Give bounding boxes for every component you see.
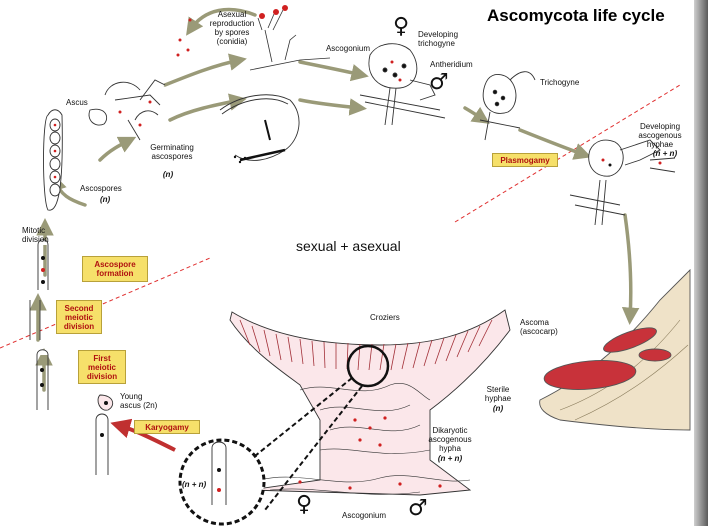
label-asexual: Asexual reproduction by spores (conidia) [209,10,255,46]
zoom-circle-small [346,344,390,388]
dashed-divider-left [0,257,211,349]
page-title: Ascomycota life cycle [487,6,665,25]
male-symbol-top: ♂ [429,70,449,95]
label-developing-trichogyne: Developing trichogyne [418,30,459,48]
stage-second-meiotic: Second meiotic division [56,300,102,334]
label-trichogyne: Trichogyne [540,78,580,87]
label-mitotic: Mitotic division [22,226,49,244]
karyogamy-arrow [110,418,176,452]
label-ascogonium-bottom: Ascogonium [342,511,387,520]
label-n-plus-n-2: (n + n) [437,454,463,463]
center-label: sexual + asexual [296,238,401,254]
label-ascoma: Ascoma (ascocarp) [520,318,558,336]
stage-plasmogamy: Plasmogamy [492,153,558,167]
right-edge-shadow [694,0,708,526]
dashed-divider-right [454,84,681,223]
label-croziers: Croziers [370,313,400,322]
ascus-column [29,109,114,475]
female-symbol-bottom: ♀ [296,492,313,517]
ascogenous-hyphae-illustration [569,139,676,226]
zoom-line-1 [249,377,353,461]
conidia-illustration [176,5,331,71]
label-n-germ: (n) [162,170,174,179]
stage-karyogamy: Karyogamy [134,420,200,434]
label-dikaryotic: Dikaryotic ascogenous hypha [428,426,472,453]
label-n-sterile: (n) [492,404,504,413]
label-young-ascus: Young ascus (2n) [120,392,158,410]
label-germinating: Germinating ascospores [150,143,194,161]
ascoma-illustration [539,268,691,431]
germinating-ascospores-illustration [88,79,166,141]
label-ascus: Ascus [66,98,88,107]
label-n-asco: (n) [100,195,111,204]
male-symbol-bottom: ♂ [408,496,428,521]
label-ascospores: Ascospores [80,184,122,193]
label-n-plus-n-1: (n + n) [652,149,678,158]
ascocarp-section [229,309,511,496]
label-n-plus-n-inset: (n + n) [182,480,207,489]
stage-first-meiotic: First meiotic division [78,350,126,384]
plasmogamy-illustration [479,71,536,141]
stage-ascospore-formation: Ascospore formation [82,256,148,282]
inset-crozier [211,441,227,505]
label-ascogonium: Ascogonium [325,44,370,53]
female-symbol-top: ♀ [393,14,410,39]
label-developing-ascogenous: Developing ascogenous hyphae [638,122,682,149]
label-sterile: Sterile hyphae [484,385,512,403]
zoom-circle-inset [178,438,266,526]
germinating-hyphae [219,94,300,164]
label-antheridium: Antheridium [430,60,473,69]
ascogonium-illustration [359,43,446,126]
zoom-line-2 [264,385,363,511]
